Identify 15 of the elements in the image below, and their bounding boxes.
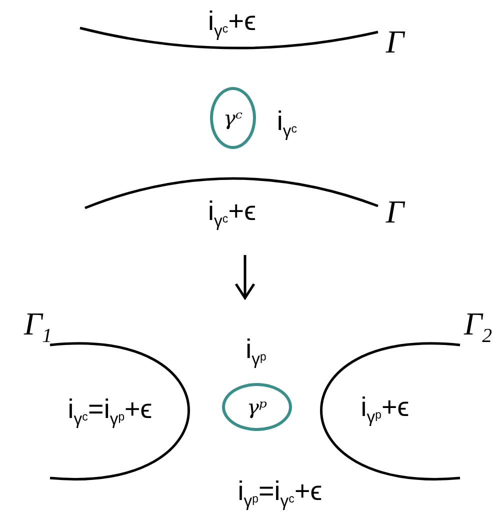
loop-shape xyxy=(210,87,256,149)
formula-label: i$_{γᵖ}$+ϵ xyxy=(360,393,410,427)
curve-label: Γ xyxy=(386,24,404,60)
formula-label: i$_{γᶜ}$+ϵ xyxy=(208,7,256,41)
loop-label: γᵖ xyxy=(247,395,267,419)
curve-label: Γ xyxy=(386,194,404,230)
formula-label: i$_{γᶜ}$+ϵ xyxy=(208,197,256,231)
formula-label: i$_{γᵖ}$ xyxy=(246,335,266,369)
formula-label: i$_{γᶜ}$=i$_{γᵖ}$+ϵ xyxy=(68,395,152,429)
formula-label: i$_{γᶜ}$ xyxy=(276,107,298,141)
curve-label: Γ$_{2}$ xyxy=(464,306,492,348)
loop-shape xyxy=(222,383,292,431)
loop-label: γᶜ xyxy=(223,106,242,130)
curve-label: Γ$_{1}$ xyxy=(24,306,52,348)
formula-label: i$_{γᵖ}$=i$_{γᶜ}$+ϵ xyxy=(238,477,322,511)
